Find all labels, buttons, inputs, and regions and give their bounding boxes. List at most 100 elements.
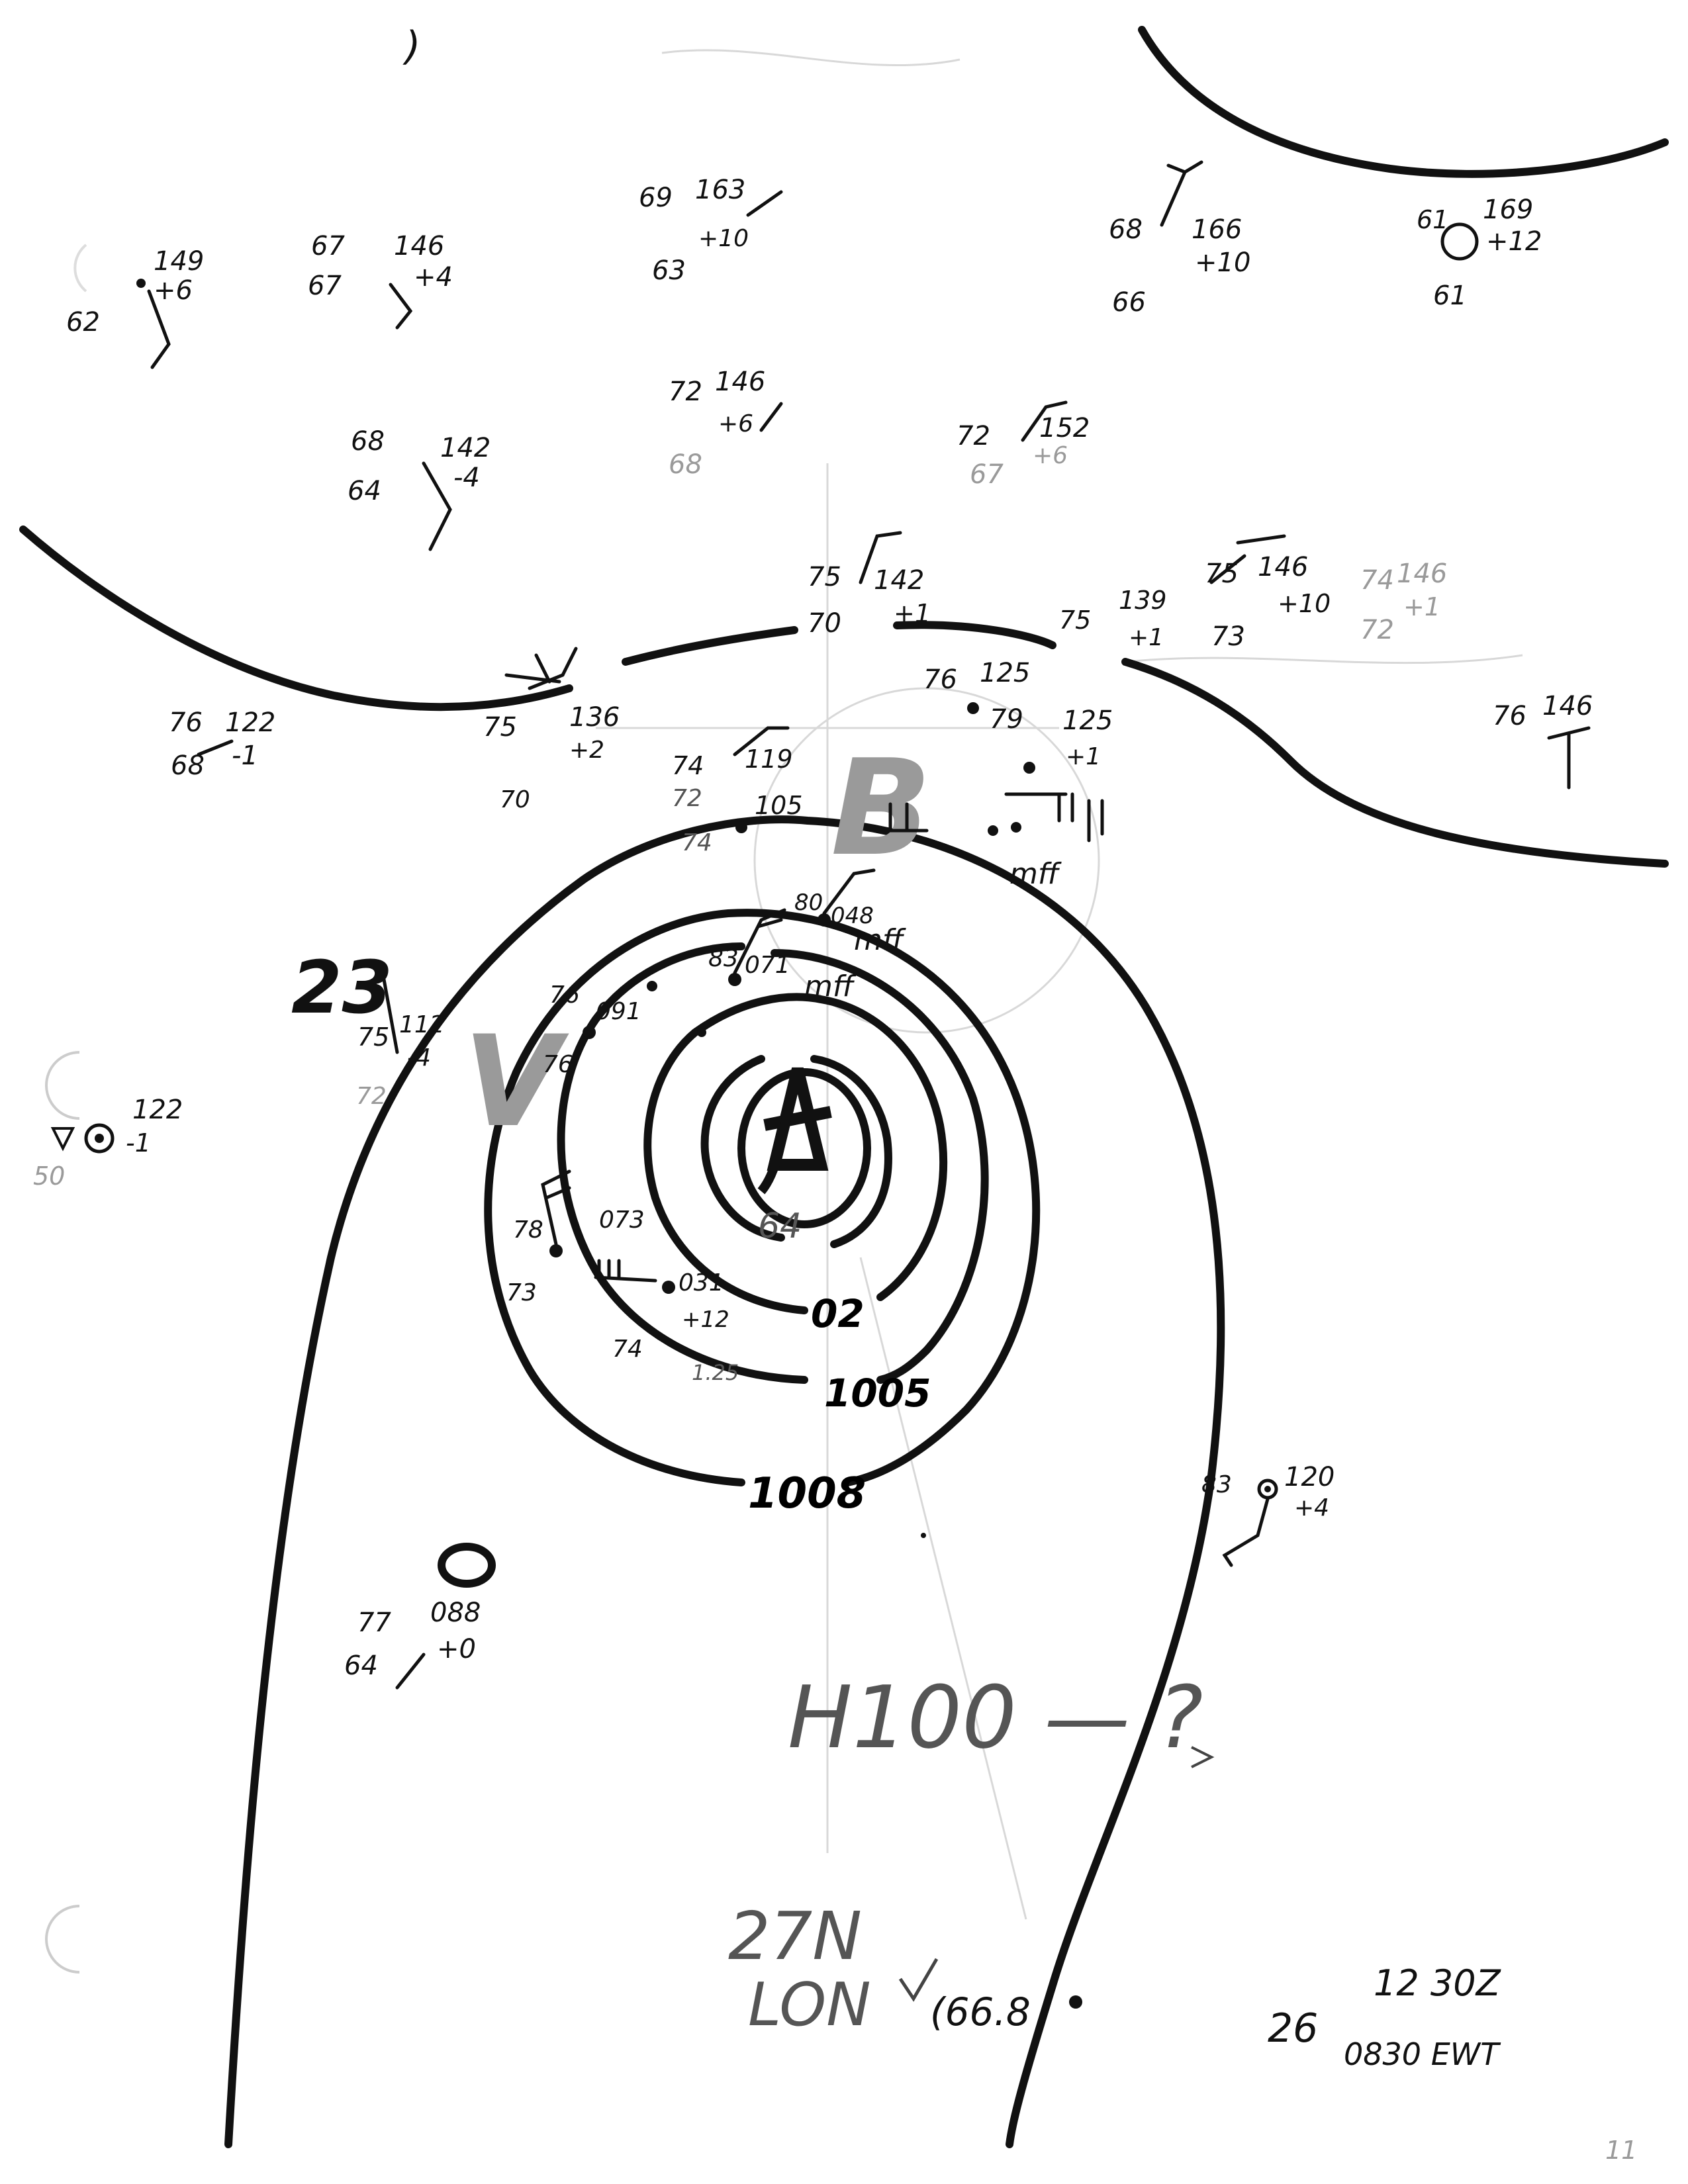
isobar-1005b	[771, 949, 989, 1384]
station-plot: 69 163 +10 63	[639, 175, 783, 286]
svg-text:152: 152	[1039, 413, 1090, 443]
isobars	[19, 26, 1669, 2148]
isobar-999b	[810, 1055, 892, 1248]
svg-text:73: 73	[1211, 621, 1245, 652]
svg-text:088: 088	[430, 1598, 481, 1628]
svg-text:+1: +1	[1066, 743, 1101, 770]
svg-text:76: 76	[543, 1051, 573, 1078]
svg-text:75: 75	[357, 1023, 389, 1052]
isobar-1011	[224, 815, 1225, 2148]
svg-text:75: 75	[483, 712, 517, 743]
svg-text:105: 105	[755, 791, 803, 820]
station-plot: 74 119 72	[672, 726, 793, 812]
svg-text:+12: +12	[682, 1306, 729, 1333]
svg-text:67: 67	[311, 231, 345, 261]
check-mark	[898, 1958, 939, 2002]
svg-text:136: 136	[569, 702, 620, 733]
station-plot: 79 125 +1	[990, 704, 1113, 774]
svg-text:75: 75	[1059, 606, 1091, 635]
isobar-upper-mid2	[893, 621, 1056, 649]
svg-text:78: 78	[513, 1216, 543, 1244]
svg-text:68: 68	[669, 449, 702, 480]
cluster-marks	[504, 673, 1215, 1768]
svg-text:68: 68	[1109, 214, 1143, 245]
svg-text:68: 68	[171, 751, 205, 781]
svg-text:-1: -1	[232, 741, 258, 771]
svg-text:+1: +1	[1129, 624, 1164, 651]
isobar-999	[700, 1055, 785, 1242]
svg-text:-1: -1	[126, 1128, 151, 1158]
svg-text:74: 74	[1360, 565, 1394, 596]
svg-text:64: 64	[344, 1651, 378, 1681]
station-plot: 105 74	[682, 791, 803, 856]
isobar-label-1002: 02	[811, 1291, 865, 1336]
svg-text:+6: +6	[1033, 442, 1068, 469]
svg-text:+1: +1	[1403, 592, 1440, 621]
lon-value: (66.8	[930, 1989, 1031, 2034]
svg-text:146: 146	[1397, 559, 1447, 589]
station-plot: 67 67 146 +4	[308, 231, 453, 330]
svg-text:163: 163	[695, 175, 745, 205]
day-number: 26	[1268, 2005, 1318, 2052]
svg-text:75: 75	[1205, 559, 1239, 589]
svg-text:139: 139	[1119, 586, 1167, 615]
svg-text:149: 149	[154, 246, 204, 277]
svg-text:071: 071	[745, 952, 790, 979]
station-plot: 80 048	[794, 868, 876, 929]
svg-text:125: 125	[1062, 705, 1113, 736]
svg-text:83: 83	[708, 945, 739, 972]
svg-text:61: 61	[1433, 281, 1467, 311]
center-label: 64	[758, 1206, 802, 1246]
isobar-label-1008: 1008	[748, 1469, 866, 1518]
station-plot: 78 073 73	[506, 1169, 645, 1306]
svg-text:119: 119	[745, 745, 793, 774]
station-plot: 122 -1 50	[33, 1095, 183, 1191]
big-number-23: 23	[291, 945, 393, 1030]
isobar-1008	[484, 909, 1041, 1486]
small-closed-isobar	[438, 1543, 496, 1588]
time-local: 0830 EWT	[1344, 2036, 1501, 2072]
svg-text:+0: +0	[437, 1634, 476, 1664]
station-plot: 76 125	[923, 658, 1030, 714]
big-v-glyph: V	[463, 1009, 569, 1155]
station-plot: 75 112 -4 72	[356, 978, 445, 1110]
svg-text:+1: +1	[894, 599, 931, 628]
svg-text:146: 146	[1542, 691, 1593, 721]
time-utc: 12 30Z	[1374, 1962, 1501, 2004]
isobar-1002	[643, 993, 948, 1314]
base-map-ghost	[596, 49, 1523, 1920]
position-dot	[1069, 1995, 1082, 2009]
station-plot: 77 088 +0 64	[344, 1598, 481, 1690]
svg-text:+6: +6	[154, 275, 193, 306]
station-plot: 75 146 +10 73	[1205, 534, 1331, 652]
svg-text:73: 73	[506, 1279, 537, 1306]
svg-text:80: 80	[794, 889, 823, 916]
svg-text:76: 76	[923, 664, 957, 695]
isobar-upper-right	[1121, 658, 1669, 868]
svg-text:142: 142	[874, 565, 924, 596]
svg-text:76: 76	[169, 707, 203, 738]
svg-text:74: 74	[672, 751, 704, 780]
station-plot: 75 142 +1 70	[808, 531, 931, 639]
svg-text:112: 112	[399, 1011, 445, 1038]
svg-text:64: 64	[348, 476, 381, 506]
station-plot: 76 68 122 -1	[169, 707, 275, 781]
svg-text:048: 048	[831, 903, 874, 929]
svg-text:169: 169	[1483, 195, 1533, 225]
svg-text:70: 70	[500, 786, 530, 813]
svg-text:+2: +2	[569, 737, 604, 764]
svg-text:79: 79	[990, 704, 1023, 735]
svg-text:61: 61	[1417, 205, 1448, 234]
station-plot: 62 149 +6	[66, 246, 204, 369]
station-plot: 83 071	[708, 908, 790, 986]
isobar-upper-mid	[622, 626, 798, 666]
svg-text:67: 67	[308, 271, 342, 301]
svg-text:70: 70	[808, 608, 841, 639]
svg-text:72: 72	[957, 421, 990, 451]
svg-text:62: 62	[66, 307, 100, 338]
station-plot: 83 120 +4	[1201, 1462, 1335, 1567]
svg-text:+6: +6	[718, 410, 753, 437]
svg-text:50: 50	[33, 1161, 65, 1191]
svg-text:+10: +10	[1195, 248, 1250, 278]
